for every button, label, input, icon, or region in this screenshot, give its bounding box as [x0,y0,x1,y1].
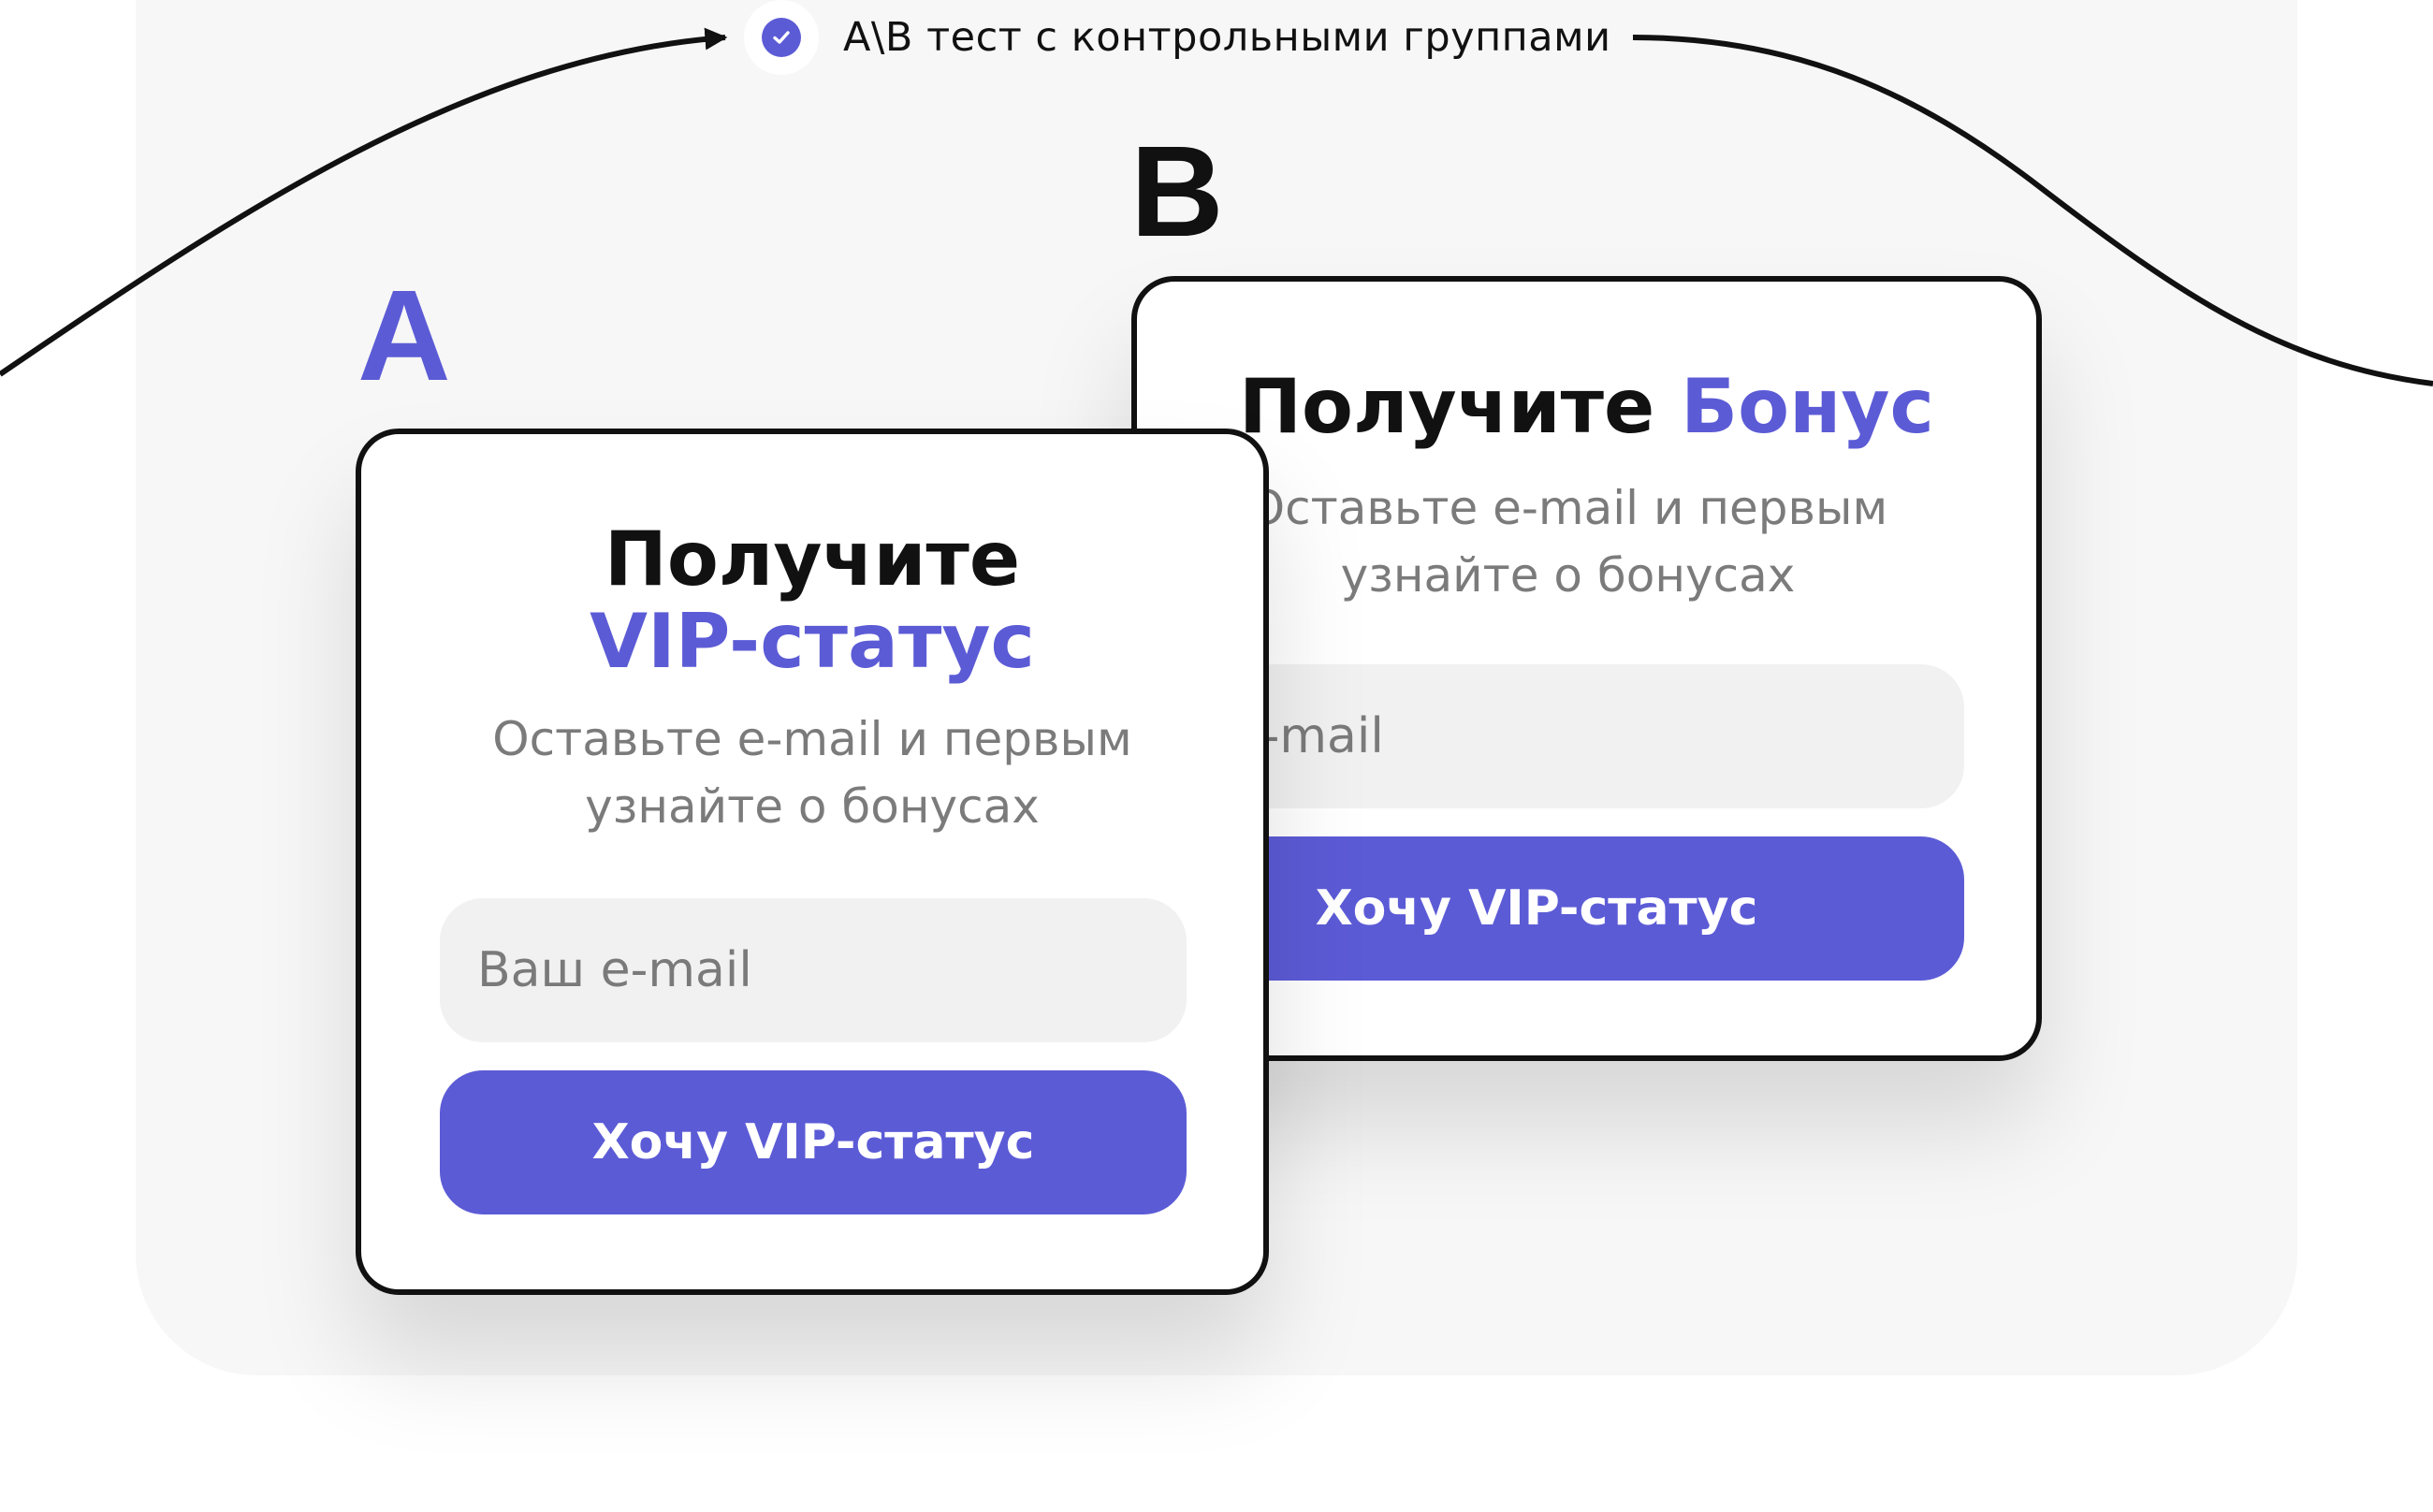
right-connector-line [1632,35,2433,386]
variant-a-submit-button[interactable]: Хочу VIP-статус [440,1070,1187,1214]
variant-a-email-placeholder: Ваш e-mail [477,942,752,998]
variant-a-subtitle: Оставьте e-mail и первым узнайте о бонус… [492,712,1132,834]
variant-a-card: Получите VIP-статус Оставьте e-mail и пе… [356,429,1269,1295]
variant-a-letter: A [357,264,451,408]
variant-b-subtitle: Оставьте e-mail и первым узнайте о бонус… [1247,481,1888,603]
ab-test-label: A\B тест с контрольными группами [843,14,1611,61]
check-circle-icon [744,0,819,75]
variant-b-title-accent: Бонус [1681,363,1934,450]
ab-test-header: A\B тест с контрольными группами [744,0,1639,75]
variant-a-title-accent: VIP-статус [590,598,1035,685]
variant-b-card: Получите Бонус Оставьте e-mail и первым … [1131,276,2042,1061]
variant-b-letter: B [1130,120,1224,264]
variant-a-email-field[interactable]: Ваш e-mail [440,898,1187,1042]
left-connector-arrow [0,27,728,377]
variant-b-title: Получите Бонус [1239,363,1934,450]
variant-b-submit-button[interactable]: Хочу VIP-статус [1137,836,1964,981]
variant-a-title: Получите VIP-статус [361,518,1263,683]
